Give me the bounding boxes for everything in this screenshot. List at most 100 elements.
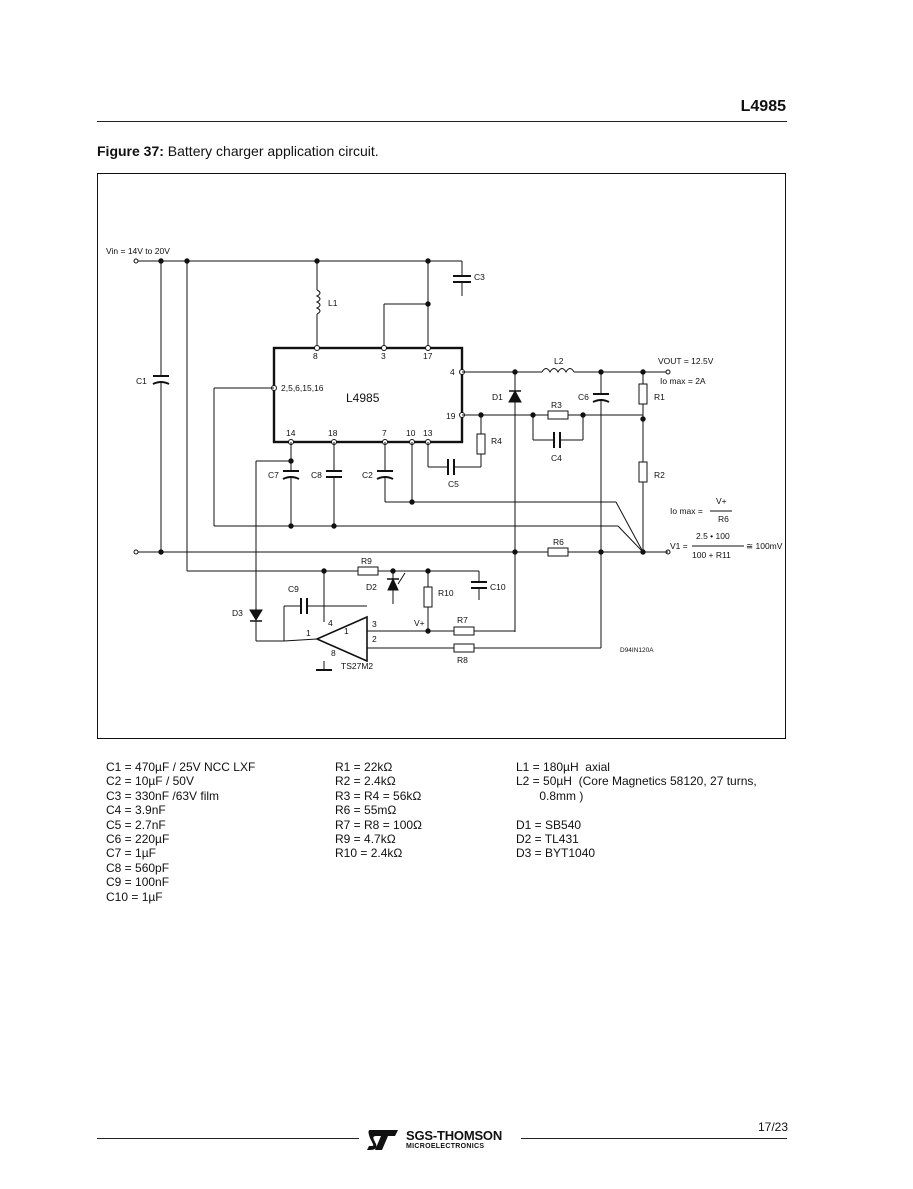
svg-text:10: 10 [406, 428, 416, 438]
list-item: D2 = TL431 [516, 832, 579, 847]
svg-text:14: 14 [286, 428, 296, 438]
vin-terminal [133, 258, 139, 264]
vplus-label: V+ [414, 618, 425, 628]
svg-text:C8: C8 [311, 470, 322, 480]
footer-rule-left [97, 1138, 359, 1139]
brand-name: SGS-THOMSON [406, 1128, 503, 1143]
list-item: C1 = 470µF / 25V NCC LXF [106, 760, 256, 774]
circuit-schematic: Vin = 14V to 20V C3 L1 L4985 8 3 17 4 19… [106, 246, 783, 671]
svg-text:D3: D3 [232, 608, 243, 618]
list-item: D1 = SB540 [516, 817, 582, 832]
list-item: C9 = 100nF [106, 875, 170, 890]
list-item: C7 = 1µF [106, 846, 156, 861]
svg-text:C4: C4 [551, 453, 562, 463]
svg-text:R7: R7 [457, 615, 468, 625]
v1-result: ≅ 100mV [746, 541, 783, 551]
list-item: R3 = R4 = 56kΩ [335, 788, 422, 803]
vout-label: VOUT = 12.5V [658, 356, 714, 366]
header-rule [97, 121, 787, 122]
io-max-formula: Io max = [670, 506, 703, 516]
svg-text:1: 1 [344, 626, 349, 636]
footer-rule-right [521, 1138, 787, 1139]
io-max-label: Io max = 2A [660, 376, 706, 386]
svg-text:C5: C5 [448, 479, 459, 489]
svg-text:D2: D2 [366, 582, 377, 592]
svg-text:R10: R10 [438, 588, 454, 598]
list-item: R1 = 22kΩ [335, 760, 393, 774]
svg-text:8: 8 [331, 648, 336, 658]
brand-subtitle: MICROELECTRONICS [406, 1143, 485, 1150]
figure-caption: Figure 37: Battery charger application c… [97, 143, 379, 159]
svg-text:1: 1 [306, 628, 311, 638]
part-number: L4985 [740, 98, 786, 115]
list-item: C2 = 10µF / 50V [106, 774, 194, 789]
v1-numerator: 2.5 • 100 [696, 531, 730, 541]
list-item: C4 = 3.9nF [106, 803, 166, 818]
magnetics-diodes-list: L1 = 180µH axial L2 = 50µH (Core Magneti… [516, 760, 757, 861]
capacitor-list: C1 = 470µF / 25V NCC LXF C2 = 10µF / 50V… [106, 760, 255, 904]
svg-text:17: 17 [423, 351, 433, 361]
list-item: C8 = 560pF [106, 860, 170, 875]
op-amp [315, 615, 368, 663]
list-item: C6 = 220µF [106, 832, 170, 847]
c3-label: C3 [474, 272, 485, 282]
drawing-code: D94IN120A [620, 647, 654, 654]
figure-label: Figure 37: [97, 143, 164, 159]
list-item: 0.8mm ) [516, 788, 584, 803]
svg-text:4: 4 [450, 367, 455, 377]
list-item: C5 = 2.7nF [106, 817, 166, 832]
svg-text:19: 19 [446, 411, 456, 421]
list-item: R2 = 2.4kΩ [335, 774, 396, 789]
svg-text:4: 4 [328, 618, 333, 628]
page-number: 17/23 [757, 1120, 788, 1134]
list-item: R6 = 55mΩ [335, 803, 397, 818]
l1-inductor [315, 289, 321, 315]
l2-inductor [541, 368, 575, 374]
list-item: L2 = 50µH (Core Magnetics 58120, 27 turn… [516, 774, 757, 789]
io-max-numerator: V+ [716, 496, 727, 506]
figure-title: Battery charger application circuit. [163, 143, 379, 159]
list-item: C3 = 330nF /63V film [106, 788, 220, 803]
svg-text:R9: R9 [361, 556, 372, 566]
list-item: R7 = R8 = 100Ω [335, 817, 423, 832]
ic-name: L4985 [346, 391, 380, 405]
svg-text:18: 18 [328, 428, 338, 438]
st-logo-icon [367, 1130, 398, 1150]
svg-text:R6: R6 [553, 537, 564, 547]
v1-formula: V1 = [670, 541, 688, 551]
svg-text:R2: R2 [654, 470, 665, 480]
v1-denominator: 100 + R11 [692, 550, 731, 560]
svg-text:C2: C2 [362, 470, 373, 480]
svg-text:R1: R1 [654, 392, 665, 402]
svg-text:D1: D1 [492, 392, 503, 402]
svg-text:L2: L2 [554, 356, 564, 366]
l4985-ic [272, 346, 464, 444]
svg-text:C9: C9 [288, 584, 299, 594]
svg-text:3: 3 [372, 619, 377, 629]
svg-text:R4: R4 [491, 436, 502, 446]
svg-text:2,5,6,15,16: 2,5,6,15,16 [281, 383, 324, 393]
list-item: L1 = 180µH axial [516, 760, 610, 774]
svg-text:R8: R8 [457, 655, 468, 665]
list-item: R10 = 2.4kΩ [335, 846, 403, 861]
op-amp-label: TS27M2 [341, 661, 373, 671]
svg-text:C1: C1 [136, 376, 147, 386]
svg-text:3: 3 [381, 351, 386, 361]
vin-label: Vin = 14V to 20V [106, 246, 170, 256]
svg-text:C6: C6 [578, 392, 589, 402]
svg-text:7: 7 [382, 428, 387, 438]
brand-logo: SGS-THOMSON MICROELECTRONICS [366, 1128, 516, 1154]
resistor-list: R1 = 22kΩ R2 = 2.4kΩ R3 = R4 = 56kΩ R6 =… [335, 760, 422, 861]
svg-text:8: 8 [313, 351, 318, 361]
svg-text:2: 2 [372, 634, 377, 644]
l1-label: L1 [328, 298, 338, 308]
svg-text:R3: R3 [551, 400, 562, 410]
svg-text:C7: C7 [268, 470, 279, 480]
list-item: R9 = 4.7kΩ [335, 832, 396, 847]
list-item: C10 = 1µF [106, 889, 163, 904]
svg-text:13: 13 [423, 428, 433, 438]
schematic-frame: Vin = 14V to 20V C3 L1 L4985 8 3 17 4 19… [97, 173, 786, 739]
svg-text:C10: C10 [490, 582, 506, 592]
list-item [516, 803, 757, 817]
list-item: D3 = BYT1040 [516, 846, 596, 861]
